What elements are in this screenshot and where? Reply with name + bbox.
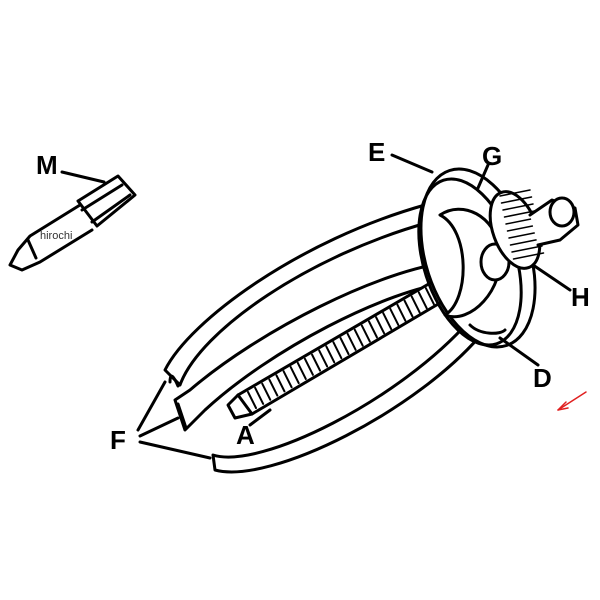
- thread-line: [282, 370, 293, 389]
- leader-m: [60, 170, 106, 184]
- thread-line: [389, 307, 400, 326]
- thread-line: [353, 328, 364, 347]
- thread-line: [367, 320, 378, 339]
- thread-line: [296, 361, 307, 380]
- knurl-line: [500, 196, 533, 204]
- thread-line: [332, 341, 343, 360]
- leader-d: [498, 336, 540, 367]
- red-arrow: [557, 391, 587, 411]
- thread-line: [360, 324, 371, 343]
- thread-line: [424, 287, 435, 306]
- knurl-line: [499, 189, 531, 197]
- label-d: D: [533, 363, 552, 393]
- leader-f1: [136, 380, 167, 432]
- leader-g: [476, 163, 490, 190]
- knurl-line: [506, 224, 539, 232]
- pin-m: [8, 174, 137, 272]
- knurl-line: [503, 210, 536, 218]
- leader-f3: [138, 440, 212, 460]
- knurl-line: [509, 238, 542, 246]
- watermark: hirochi: [40, 230, 73, 242]
- thread-line: [410, 295, 421, 314]
- thread-line: [396, 303, 407, 322]
- knurled-nut: [488, 189, 580, 270]
- leader-h: [531, 263, 572, 292]
- thread-line: [318, 349, 329, 368]
- thread-line: [346, 332, 357, 351]
- label-g: G: [482, 141, 503, 171]
- knurl-line: [505, 217, 537, 225]
- thread-line: [261, 382, 272, 401]
- knurl-line: [511, 245, 543, 253]
- knurl-line: [512, 252, 545, 260]
- label-e: E: [368, 137, 386, 167]
- leader-f2: [138, 416, 180, 438]
- thread-line: [303, 357, 314, 376]
- thread-line: [268, 378, 279, 397]
- thread-line: [254, 386, 265, 405]
- label-m: M: [36, 150, 58, 180]
- thread-line: [339, 337, 350, 355]
- leader-e: [390, 153, 434, 174]
- screw-a: [226, 280, 447, 420]
- label-f: F: [110, 425, 126, 455]
- knurl-line: [508, 231, 540, 239]
- label-a: A: [236, 420, 255, 450]
- thread-line: [289, 366, 300, 385]
- label-h: H: [571, 282, 590, 312]
- thread-line: [275, 374, 286, 393]
- thread-line: [247, 391, 257, 409]
- thread-line: [417, 291, 428, 310]
- thread-line: [403, 299, 414, 318]
- thread-line: [325, 345, 336, 364]
- thread-line: [375, 316, 386, 335]
- thread-line: [382, 312, 393, 331]
- leader-a: [248, 408, 272, 427]
- knurl-line: [502, 203, 534, 211]
- thread-line: [311, 353, 322, 372]
